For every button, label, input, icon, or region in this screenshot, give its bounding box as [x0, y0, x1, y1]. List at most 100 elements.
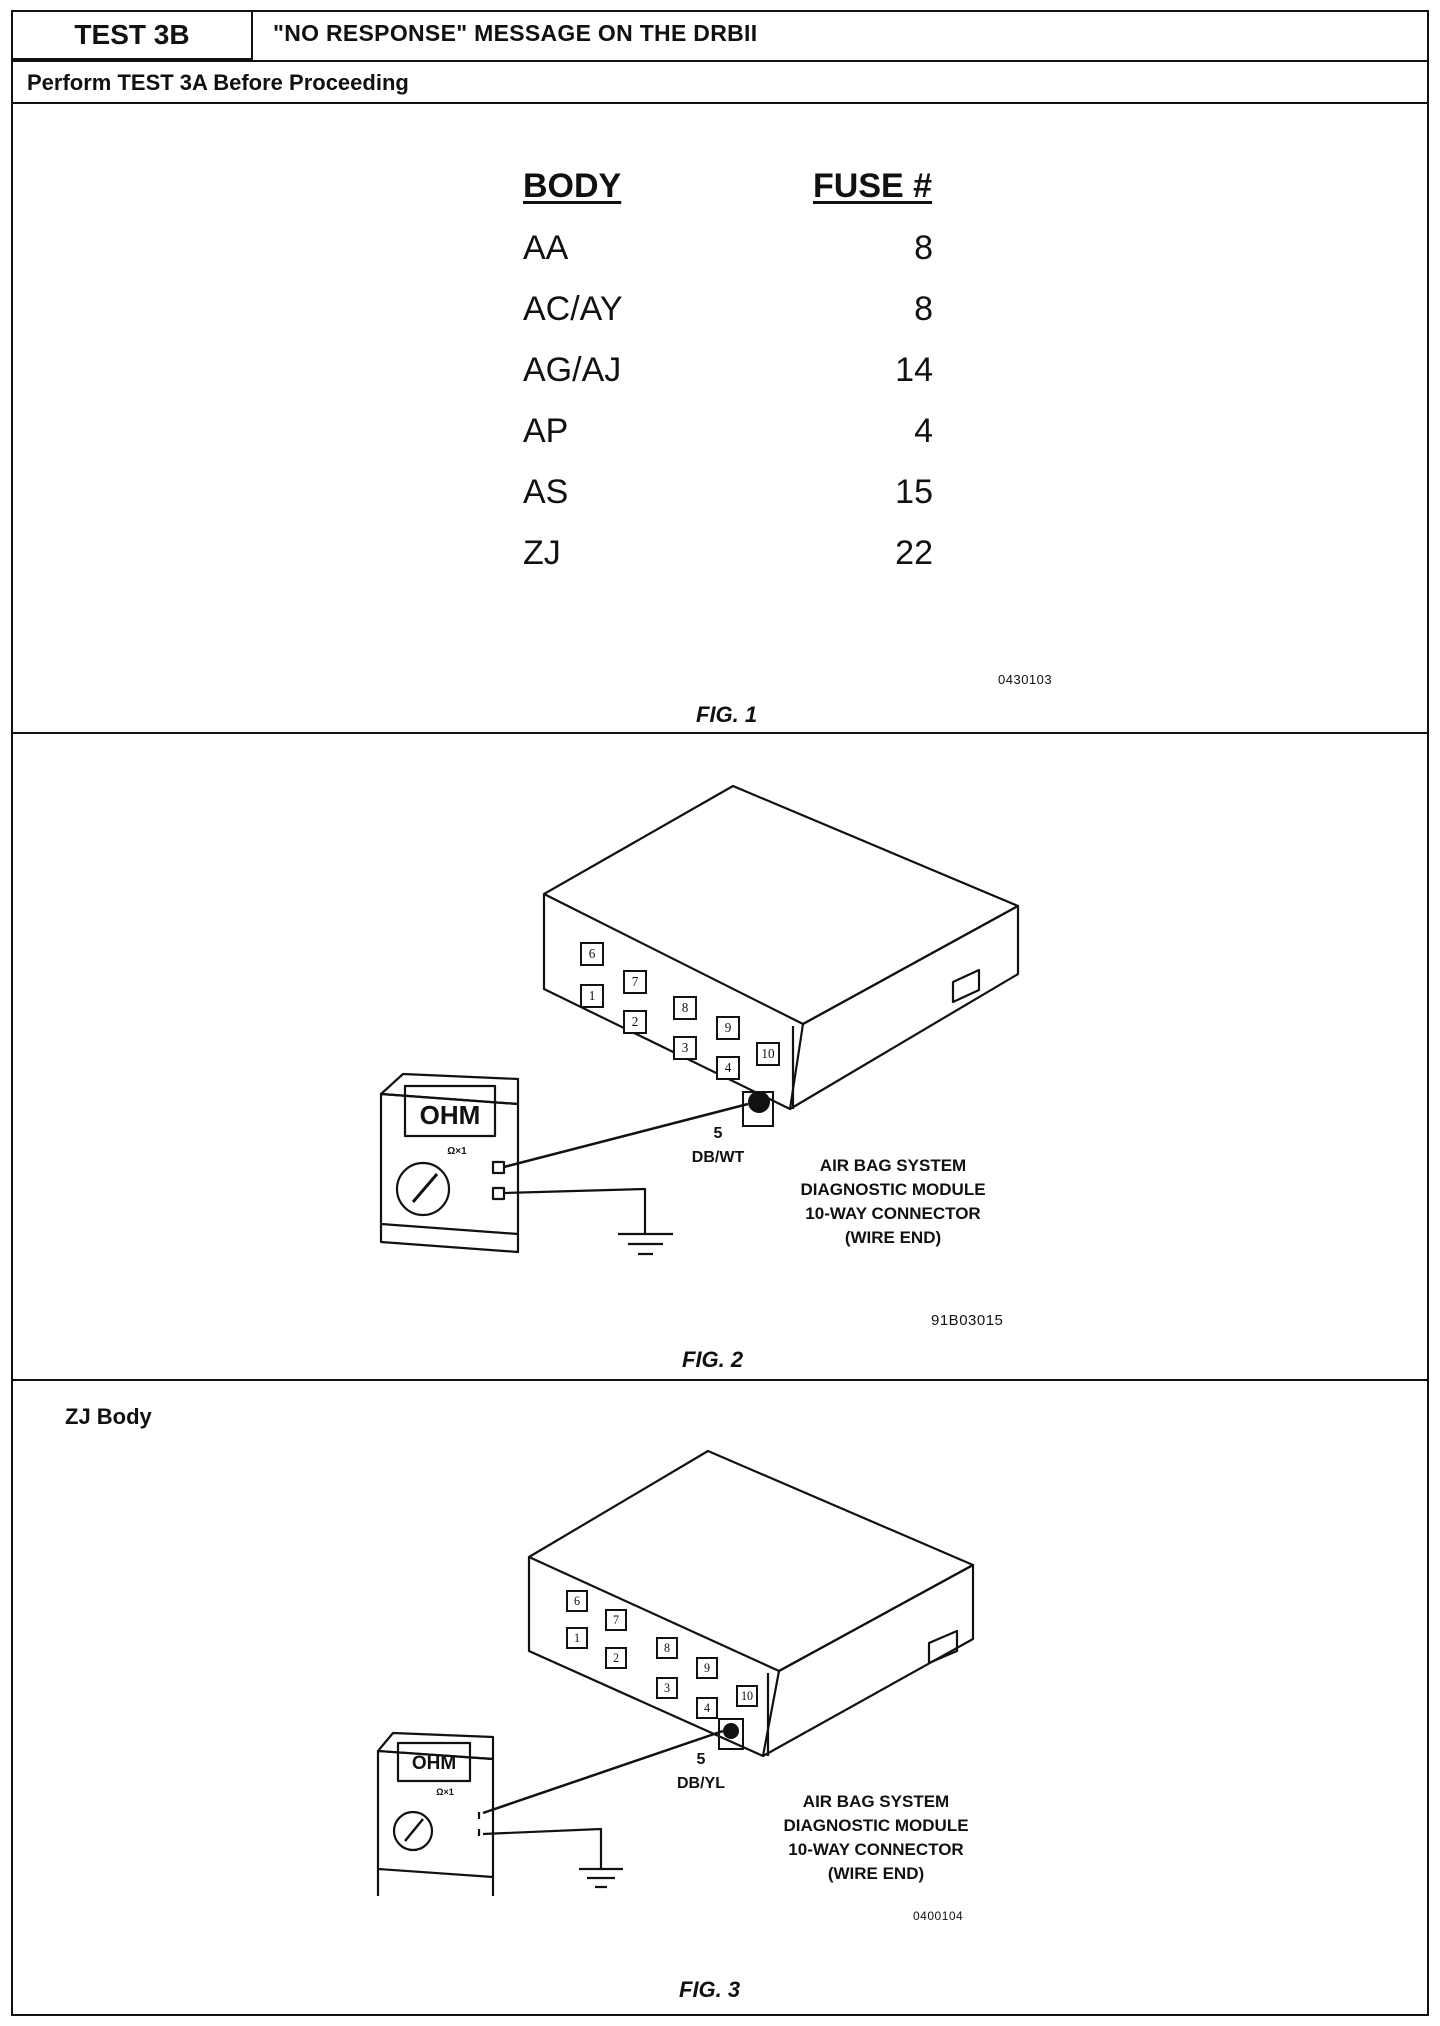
body-cell: AG/AJ [523, 351, 622, 389]
probe-tip-icon [748, 1091, 770, 1113]
connector-front-face [527, 1557, 781, 1758]
pin-cavity-7: 7 [623, 970, 647, 994]
ground-icon [618, 1232, 673, 1256]
connector-label-line: AIR BAG SYSTEM [819, 1156, 967, 1175]
connector-front-face [542, 894, 805, 1111]
pin-cavity-2: 2 [605, 1647, 627, 1669]
pin-cavity-10: 10 [736, 1685, 758, 1707]
pin-cavity-1: 1 [580, 984, 604, 1008]
connector-latch [927, 1629, 959, 1665]
fig1-code: 0430103 [998, 672, 1053, 687]
subtitle-divider [13, 102, 1427, 104]
fig3-diagram: OHM Ω×1 [376, 1449, 975, 1896]
fig3-code: 0400104 [913, 1909, 964, 1923]
meter-dial-icon [392, 1810, 434, 1852]
table-row: ZJ 22 [523, 523, 983, 584]
meter-display-text: OHM [412, 1753, 456, 1774]
pin-cavity-6: 6 [580, 942, 604, 966]
pin-cavity-4: 4 [716, 1056, 740, 1080]
meter-top [379, 1072, 520, 1106]
meter-display-text: OHM [420, 1100, 481, 1130]
pin-cavity-2: 2 [623, 1010, 647, 1034]
connector-label-line: (WIRE END) [827, 1864, 925, 1883]
fig2-diagram: OHM Ω×1 [379, 784, 1020, 1256]
fig2-caption: FIG. 2 [682, 1347, 744, 1372]
pin-cavity-3: 3 [656, 1677, 678, 1699]
fuse-cell: 4 [914, 412, 933, 450]
meter-jack-icon [491, 1186, 506, 1201]
fig1-caption: FIG. 1 [696, 702, 758, 727]
ground-wire [482, 1827, 603, 1869]
body-cell: AP [523, 412, 569, 450]
body-cell: ZJ [523, 534, 561, 572]
fuse-cell: 15 [895, 473, 933, 511]
connector-label-line: (WIRE END) [844, 1228, 942, 1247]
ground-wire [503, 1187, 647, 1234]
pin-cavity-7: 7 [605, 1609, 627, 1631]
connector-latch [951, 968, 981, 1004]
meter-range-text: Ω×1 [447, 1146, 467, 1157]
pin-cavity-3: 3 [673, 1036, 697, 1060]
pin-cavity-8: 8 [656, 1637, 678, 1659]
fuse-cell: 8 [914, 290, 933, 328]
fig3-caption: FIG. 3 [679, 1977, 741, 2002]
table-row: AG/AJ 14 [523, 340, 983, 401]
meter-top [376, 1731, 495, 1761]
probe-tip-icon [723, 1723, 739, 1739]
body-cell: AS [523, 473, 569, 511]
meter-dial-icon [395, 1161, 451, 1217]
fig2-connector-label: AIR BAG SYSTEM DIAGNOSTIC MODULE 10-WAY … [758, 1154, 1028, 1250]
pin-number-label: 5 [696, 1751, 706, 1768]
test-title: "NO RESPONSE" MESSAGE ON THE DRBII [273, 20, 758, 46]
table-row: AA 8 [523, 218, 983, 279]
fuse-table-header: BODY FUSE # [523, 167, 983, 206]
ground-icon [579, 1867, 623, 1889]
table-row: AC/AY 8 [523, 279, 983, 340]
pin-cavity-1: 1 [566, 1627, 588, 1649]
test-subtitle: Perform TEST 3A Before Proceeding [27, 70, 409, 95]
meter-dial-pointer [404, 1818, 424, 1842]
pin-number-label: 5 [713, 1125, 723, 1142]
body-cell: AC/AY [523, 290, 623, 328]
fuse-cell: 22 [895, 534, 933, 572]
meter-display-frame [396, 1741, 472, 1783]
connector-label-line: DIAGNOSTIC MODULE [800, 1180, 986, 1199]
connector-label-line: 10-WAY CONNECTOR [788, 1840, 964, 1859]
fig2-divider [13, 1379, 1427, 1381]
fig3-pin-label: 5 DB/YL [656, 1748, 746, 1796]
fig2-pin-label: 5 DB/WT [673, 1122, 763, 1170]
fig1-divider [13, 732, 1427, 734]
connector-label-line: DIAGNOSTIC MODULE [783, 1816, 969, 1835]
connector-side-face [789, 904, 1020, 1110]
pin-cavity-10: 10 [756, 1042, 780, 1066]
pin-cavity-9: 9 [696, 1657, 718, 1679]
pin-5-cavity [718, 1718, 744, 1750]
fig3-connector-label: AIR BAG SYSTEM DIAGNOSTIC MODULE 10-WAY … [741, 1790, 1011, 1886]
fuse-cell: 8 [914, 229, 933, 267]
meter-range-text: Ω×1 [436, 1787, 453, 1797]
pin-cavity-4: 4 [696, 1697, 718, 1719]
probe-wire [503, 1102, 749, 1169]
pin-cavity-9: 9 [716, 1016, 740, 1040]
test-number: TEST 3B [13, 12, 253, 60]
table-row: AS 15 [523, 462, 983, 523]
pin-cavity-6: 6 [566, 1590, 588, 1612]
pin-cavity-8: 8 [673, 996, 697, 1020]
connector-label-line: AIR BAG SYSTEM [802, 1792, 950, 1811]
meter-dial-pointer [411, 1173, 439, 1203]
wire-color-label: DB/WT [691, 1149, 745, 1166]
wire-color-label: DB/YL [677, 1775, 725, 1792]
body-cell: AA [523, 229, 569, 267]
header-divider [13, 60, 1427, 62]
document-page: TEST 3B "NO RESPONSE" MESSAGE ON THE DRB… [11, 10, 1429, 2016]
connector-side-face [762, 1563, 975, 1757]
fig2-code: 91B03015 [931, 1312, 1004, 1329]
connector-label-line: 10-WAY CONNECTOR [805, 1204, 981, 1223]
meter-jack-icon [491, 1160, 506, 1175]
zj-body-label: ZJ Body [65, 1404, 152, 1429]
column-header-body: BODY [523, 167, 622, 205]
fuse-cell: 14 [895, 351, 933, 389]
